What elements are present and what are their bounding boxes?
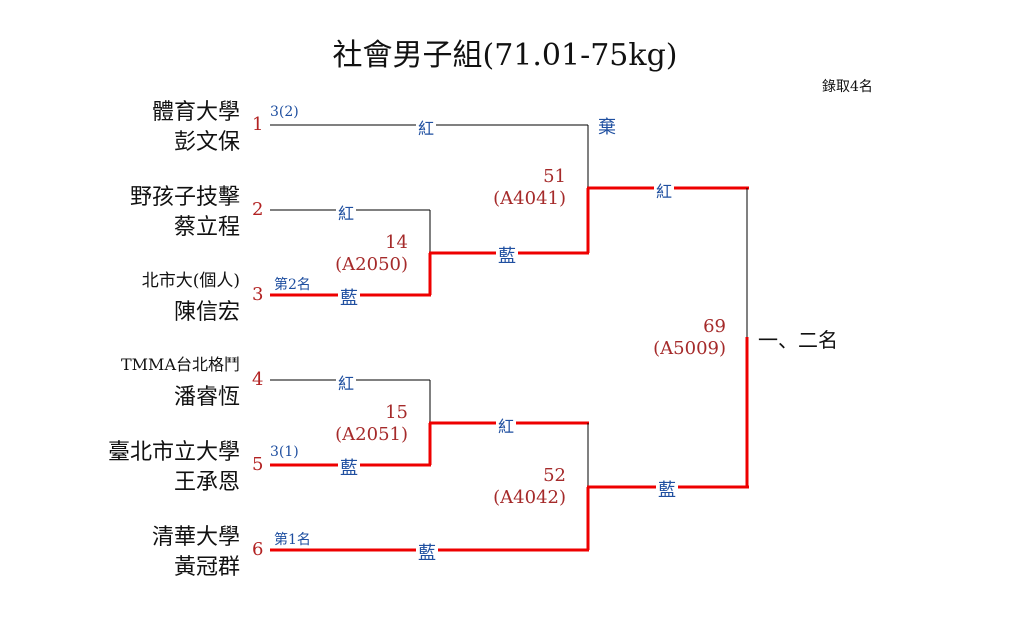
name-5: 王承恩 (173, 470, 240, 495)
quota-label: 錄取4名 (822, 79, 873, 95)
forfeit-note: 棄 (598, 117, 616, 138)
final-placement-label: 一、二名 (758, 328, 838, 352)
name-2: 蔡立程 (173, 215, 240, 240)
page-title: 社會男子組(71.01-75kg) (332, 38, 678, 73)
match-51: 51 (A4041) (493, 166, 566, 210)
name-3: 陳信宏 (173, 300, 240, 325)
note-3: 第2名 (274, 277, 311, 293)
note-1: 3(2) (270, 104, 299, 120)
match-14: 14 (A2050) (335, 232, 408, 276)
match-69-code: (A5009) (653, 338, 726, 359)
seed-6: 6 (252, 539, 264, 560)
match-15-code: (A2051) (335, 424, 408, 445)
corner-m69-blue: 藍 (656, 476, 678, 502)
match-52: 52 (A4042) (493, 465, 566, 509)
corner-m51-blue: 藍 (496, 242, 518, 268)
match-51-no: 51 (543, 166, 566, 187)
match-69-no: 69 (703, 316, 726, 337)
seed-4: 4 (252, 369, 264, 390)
name-6: 黃冠群 (173, 555, 240, 580)
corner-m52-red: 紅 (496, 413, 517, 437)
team-1: 體育大學 (151, 100, 240, 125)
corner-m69-red: 紅 (654, 178, 675, 202)
match-14-no: 14 (385, 232, 408, 253)
note-5: 3(1) (270, 444, 299, 460)
name-1: 彭文保 (173, 130, 240, 155)
seed-2: 2 (252, 199, 264, 220)
match-69: 69 (A5009) (653, 316, 726, 360)
match-15-no: 15 (385, 402, 408, 423)
corner-m15-red: 紅 (336, 370, 357, 394)
team-4: TMMA台北格鬥 (121, 355, 240, 374)
corner-m15-blue: 藍 (338, 454, 360, 480)
name-4: 潘睿恆 (173, 385, 240, 410)
seed-3: 3 (252, 284, 264, 305)
note-6: 第1名 (274, 532, 311, 548)
seed-1: 1 (252, 114, 264, 135)
match-52-no: 52 (543, 465, 566, 486)
match-51-code: (A4041) (493, 188, 566, 209)
team-5: 臺北市立大學 (107, 440, 240, 465)
team-3: 北市大(個人) (141, 271, 240, 291)
seed-5: 5 (252, 454, 264, 475)
match-52-code: (A4042) (493, 487, 566, 508)
corner-m51-red: 紅 (416, 115, 437, 139)
match-14-code: (A2050) (335, 254, 408, 275)
corner-m52-blue: 藍 (416, 539, 438, 565)
match-15: 15 (A2051) (335, 402, 408, 446)
corner-m14-red: 紅 (336, 200, 357, 224)
team-6: 清華大學 (151, 525, 240, 550)
corner-m14-blue: 藍 (338, 284, 360, 310)
team-2: 野孩子技擊 (129, 185, 240, 210)
